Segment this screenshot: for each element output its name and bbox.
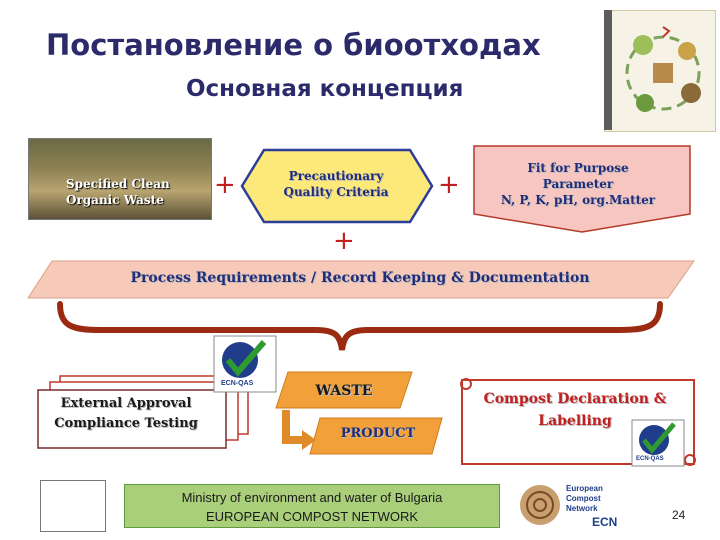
ecn-line3: Network — [566, 504, 598, 513]
bulgaria-logo-frame — [40, 480, 106, 532]
precautionary-label: Precautionary Quality Criteria — [268, 168, 404, 200]
precautionary-line1: Precautionary — [288, 169, 384, 183]
qas-badge-scroll — [631, 419, 685, 467]
external-approval-label: External Approval Compliance Testing — [40, 394, 212, 434]
fit-line3: N, P, K, pH, org.Matter — [500, 193, 656, 207]
ecn-line1: European — [566, 484, 603, 493]
precautionary-line2: Quality Criteria — [283, 185, 389, 199]
precautionary-hexagon — [240, 148, 434, 224]
ecn-logo-short: ECN — [592, 515, 618, 529]
ministry-box: Ministry of environment and water of Bul… — [124, 484, 500, 528]
process-requirements-label: Process Requirements / Record Keeping & … — [130, 270, 590, 286]
slide-subtitle: Основная концепция — [186, 76, 464, 102]
organic-waste-label: Specified Clean Organic Waste — [66, 176, 186, 208]
fit-for-purpose-box — [473, 145, 691, 233]
plus-sign-2: + — [438, 170, 460, 200]
compost-declaration-label: Compost Declaration & Labelling — [472, 388, 678, 432]
process-brace — [57, 301, 663, 351]
page-number: 24 — [672, 508, 686, 522]
qas-center-label: ECN-QAS — [221, 380, 254, 387]
compost-line2: Labelling — [538, 413, 612, 429]
product-label: PRODUCT — [340, 426, 416, 441]
fit-for-purpose-label: Fit for Purpose Parameter N, P, K, pH, o… — [478, 160, 678, 208]
cycle-binding-strip — [604, 10, 612, 130]
waste-to-product-arrow — [282, 410, 302, 444]
qas-badge-center — [213, 335, 277, 393]
fit-line2: Parameter — [542, 177, 614, 191]
ecn-logo-text: European Compost Network — [566, 484, 603, 514]
process-band — [27, 260, 695, 299]
ecn-logo-mark — [520, 485, 560, 525]
organic-waste-line1: Specified Clean — [66, 177, 170, 191]
waste-bar — [275, 371, 413, 409]
organic-waste-line2: Organic Waste — [66, 193, 164, 207]
plus-sign-1: + — [214, 170, 236, 200]
organic-waste-photo — [28, 138, 212, 220]
compost-line1: Compost Declaration & — [483, 391, 667, 407]
external-line2: Compliance Testing — [54, 416, 198, 431]
waste-label: WASTE — [315, 383, 373, 399]
external-sheet-front — [37, 389, 227, 449]
external-line1: External Approval — [60, 396, 192, 411]
fit-line1: Fit for Purpose — [527, 161, 629, 175]
ministry-line2: EUROPEAN COMPOST NETWORK — [205, 509, 419, 524]
compost-cycle-illustration — [625, 26, 701, 112]
plus-sign-3: + — [333, 226, 355, 256]
qas-scroll-label: ECN-QAS — [636, 456, 664, 462]
arrow-head — [302, 430, 316, 450]
ministry-line1: Ministry of environment and water of Bul… — [181, 490, 443, 505]
slide-title: Постановление о биоотходах — [46, 28, 541, 62]
product-bar — [309, 417, 443, 455]
ecn-line2: Compost — [566, 494, 601, 503]
